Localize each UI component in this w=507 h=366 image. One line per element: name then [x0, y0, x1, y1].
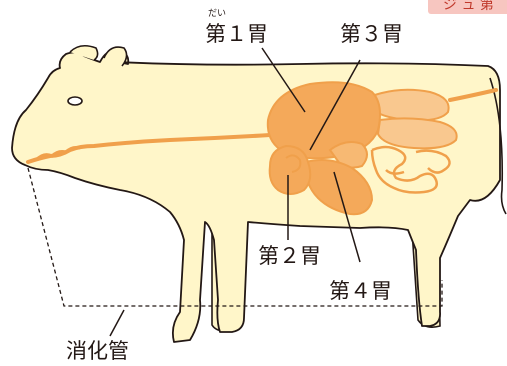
eye-icon [67, 96, 83, 106]
stomachs [266, 81, 381, 216]
stomach1-label: 第１胃 [205, 22, 268, 46]
corner-tag: ジ ュ 第 [428, 0, 507, 14]
stomach3-label: 第３胃 [340, 22, 403, 46]
intestines [370, 88, 458, 194]
digestive-tract [26, 88, 498, 164]
tract-outline [27, 167, 443, 307]
leader-lines [109, 47, 361, 337]
digestive-tract-label: 消化管 [66, 339, 129, 363]
stomach2-label: 第２胃 [258, 244, 321, 268]
stomach-2 [268, 144, 312, 195]
stomach1-ruby: だい [208, 8, 226, 19]
cow-body [11, 44, 507, 343]
stomach4-label: 第４胃 [329, 279, 392, 303]
svg-text:ジ ュ 第: ジ ュ 第 [443, 0, 494, 13]
